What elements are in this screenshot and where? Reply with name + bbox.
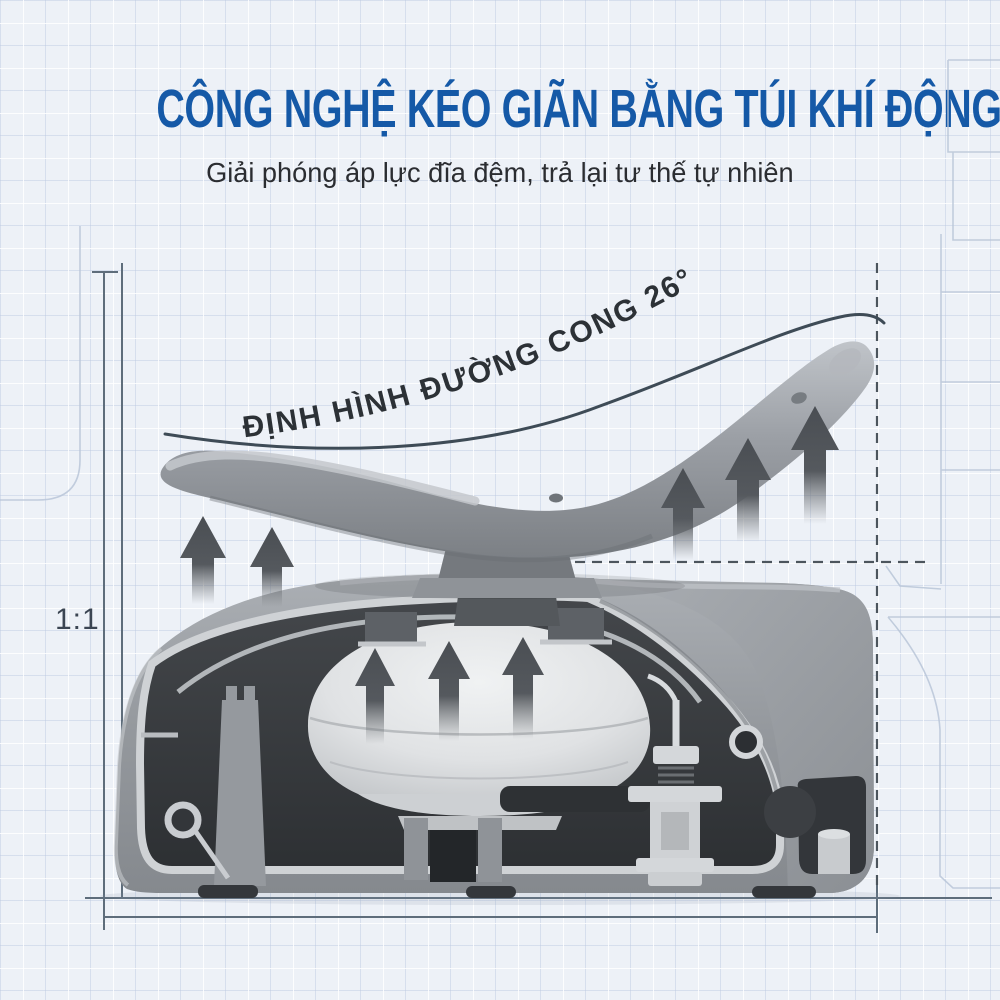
- page-title: CÔNG NGHỆ KÉO GIÃN BẰNG TÚI KHÍ ĐỘNG: [156, 79, 1000, 139]
- up-arrow-icon: [180, 516, 226, 604]
- up-arrow-icon: [791, 406, 839, 524]
- up-arrow-icon: [725, 438, 771, 542]
- curve-swoosh-line: [163, 313, 886, 450]
- page-subtitle: Giải phóng áp lực đĩa đệm, trả lại tư th…: [206, 157, 794, 188]
- airbag-mount-brackets: [358, 596, 612, 647]
- scale-ratio-label: 1:1: [55, 603, 100, 636]
- device-feet: [198, 885, 816, 898]
- up-arrow-icon: [250, 527, 294, 607]
- up-arrow-icon: [355, 648, 395, 744]
- up-arrow-icon: [661, 468, 705, 560]
- curve-annotation-label: ĐỊNH HÌNH ĐƯỜNG CONG 26°: [241, 262, 698, 445]
- up-arrow-icon: [502, 637, 544, 739]
- up-arrow-icon: [428, 641, 470, 741]
- valve-assembly: [628, 673, 763, 886]
- mechanism-window: [764, 776, 866, 874]
- seat-rim-highlight: [165, 450, 480, 506]
- dashed-guide-lines: [558, 263, 928, 888]
- device-base: [113, 573, 874, 898]
- page-title-row: CÔNG NGHỆ KÉO GIÃN BẰNG TÚI KHÍ ĐỘNG: [0, 79, 1000, 139]
- page-subtitle-row: Giải phóng áp lực đĩa đệm, trả lại tư th…: [0, 157, 1000, 189]
- support-columns: [141, 686, 650, 886]
- seat-vent-hole: [549, 493, 563, 503]
- curve-annotation: ĐỊNH HÌNH ĐƯỜNG CONG 26°: [241, 262, 700, 445]
- blueprint-outlines: [0, 59, 1000, 889]
- seat-vent-hole: [791, 392, 807, 404]
- lift-arrows: [180, 406, 839, 744]
